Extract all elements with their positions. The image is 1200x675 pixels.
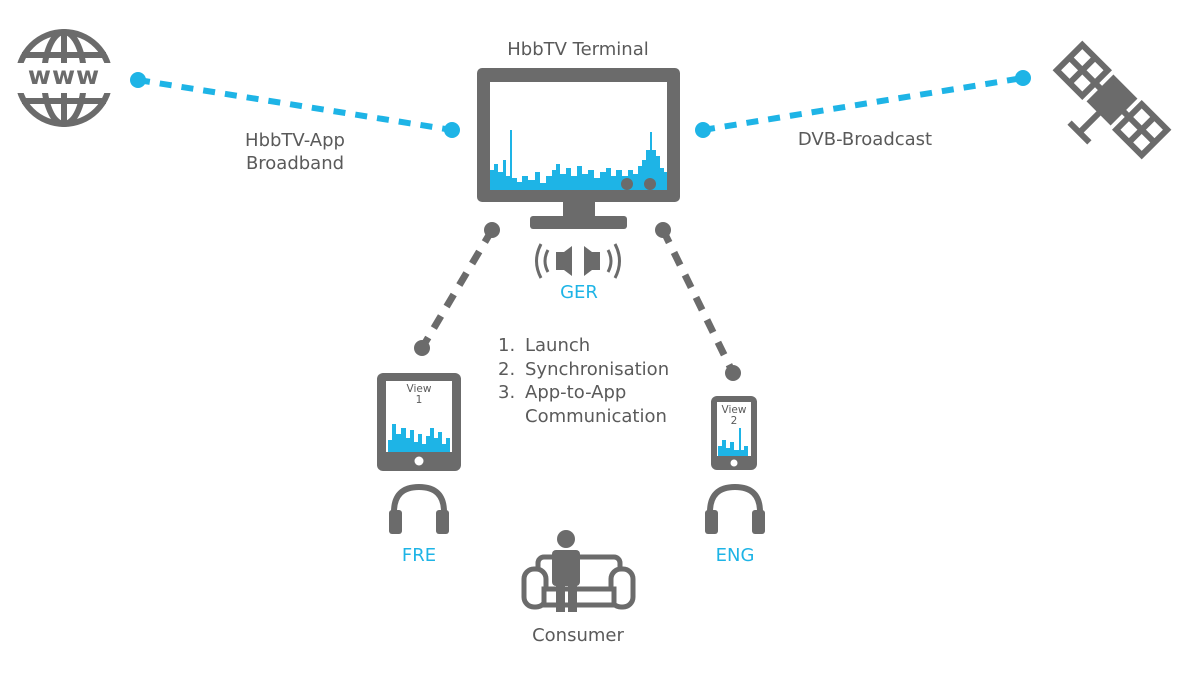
tv-icon <box>477 68 680 229</box>
headphones-icon <box>705 483 765 534</box>
headphones-icon <box>389 483 449 534</box>
connector-tablet <box>414 222 500 356</box>
language-eng-label: ENG <box>715 545 755 566</box>
language-fre-label: FRE <box>401 545 437 566</box>
phone-view-line2: 2 <box>730 415 738 427</box>
consumer-label: Consumer <box>532 625 624 646</box>
terminal-label: HbbTV Terminal <box>507 39 649 60</box>
step-number <box>498 405 525 429</box>
connector-broadcast <box>695 70 1031 138</box>
broadcast-label: DVB-Broadcast <box>797 129 933 150</box>
phone-icon <box>711 396 757 470</box>
step-text: Synchronisation <box>525 358 670 380</box>
step-text: Launch <box>525 335 591 356</box>
satellite-icon <box>1052 40 1172 160</box>
tablet-view-line1: View <box>406 383 432 395</box>
step-item: Communication <box>498 405 669 429</box>
broadband-label-line2: Broadband <box>245 153 345 174</box>
step-item: 2. Synchronisation <box>498 358 669 382</box>
step-number: 1. <box>498 335 516 356</box>
phone-view-line1: View <box>721 404 747 416</box>
globe-band <box>12 63 116 93</box>
step-item: 3. App-to-App <box>498 381 669 405</box>
globe-www-label: www <box>27 61 101 90</box>
steps-list: 1.Launch 2.Synchronisation 3.App-to-App … <box>498 334 669 428</box>
connector-phone <box>655 222 741 381</box>
speaker-icon <box>535 243 621 279</box>
step-text: Communication <box>525 405 667 427</box>
step-number: 2. <box>498 358 516 380</box>
step-text: App-to-App <box>525 382 627 403</box>
step-number: 3. <box>498 382 516 403</box>
connector-broadband <box>130 72 460 138</box>
tablet-icon <box>377 373 461 471</box>
language-ger-label: GER <box>560 282 598 303</box>
sofa-person-icon <box>521 530 636 612</box>
step-item: 1. Launch <box>498 334 669 358</box>
broadband-label-line1: HbbTV-App <box>245 130 345 151</box>
tablet-view-line2: 1 <box>415 394 423 406</box>
